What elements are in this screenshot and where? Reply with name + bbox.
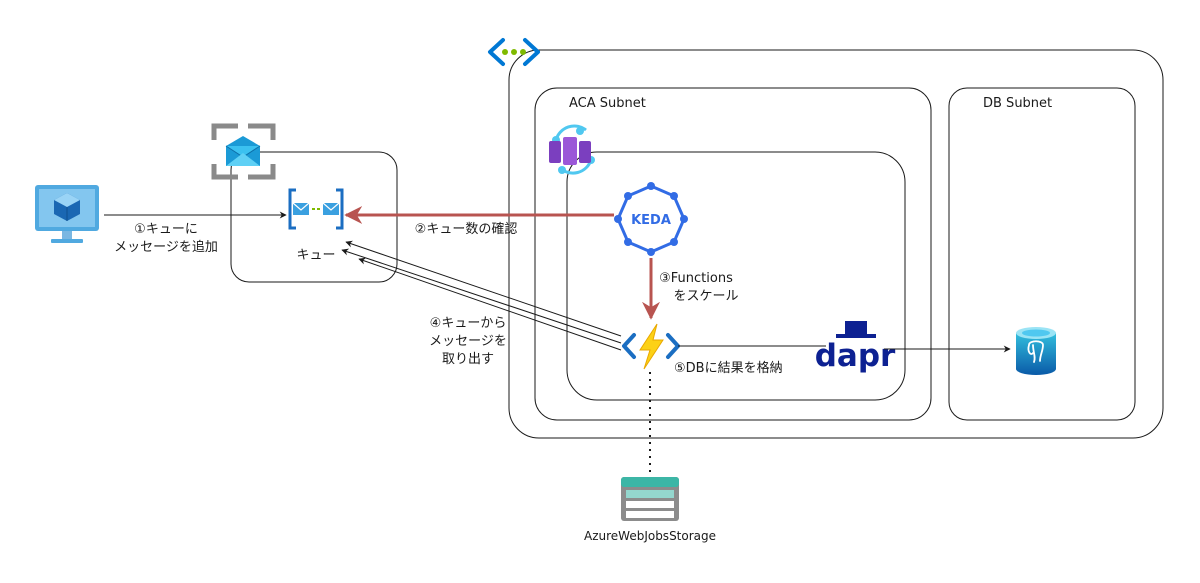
step3-label-line2: をスケール	[673, 289, 738, 304]
vnet-boundary	[508, 49, 1164, 439]
step2-label: ②キュー数の確認	[415, 221, 518, 237]
step3-label-line1: ③Functions	[659, 271, 733, 286]
storage-label: AzureWebJobsStorage	[584, 529, 716, 543]
keda-logo-text: KEDA	[631, 213, 671, 228]
arrow-step4-functions-to-queue-c	[358, 257, 622, 351]
dapr-icon: dapr	[815, 321, 896, 374]
virtual-machine-icon	[35, 185, 99, 243]
step4-label-line1: ④キューから	[430, 316, 507, 331]
container-apps-environment-icon	[549, 124, 595, 175]
aca-subnet-label: ACA Subnet	[569, 96, 646, 111]
keda-icon: KEDA	[614, 182, 688, 256]
service-bus-icon	[211, 123, 276, 180]
step1-label-line2: メッセージを追加	[114, 239, 218, 255]
step4-label-line3: 取り出す	[442, 352, 494, 367]
arrow-step4-functions-to-queue-a	[345, 240, 622, 337]
step5-label: ⑤DBに結果を格納	[674, 360, 783, 376]
storage-account-icon	[621, 477, 679, 521]
queue-icon	[288, 188, 344, 230]
queue-label: キュー	[296, 248, 335, 263]
db-subnet-label: DB Subnet	[983, 96, 1052, 111]
function-app-icon	[622, 323, 680, 370]
vnet-icon	[488, 38, 540, 66]
dapr-logo-text: dapr	[815, 338, 896, 374]
postgresql-icon	[1016, 327, 1056, 375]
arrow-step4-functions-to-queue-b	[341, 248, 622, 344]
container-apps-environment-boundary	[566, 151, 906, 401]
db-subnet-boundary	[948, 87, 1136, 421]
service-bus-boundary	[230, 151, 398, 283]
step1-label-line1: ①キューに	[134, 222, 198, 237]
aca-subnet-boundary	[534, 87, 932, 421]
step4-label-line2: メッセージを	[429, 334, 507, 349]
